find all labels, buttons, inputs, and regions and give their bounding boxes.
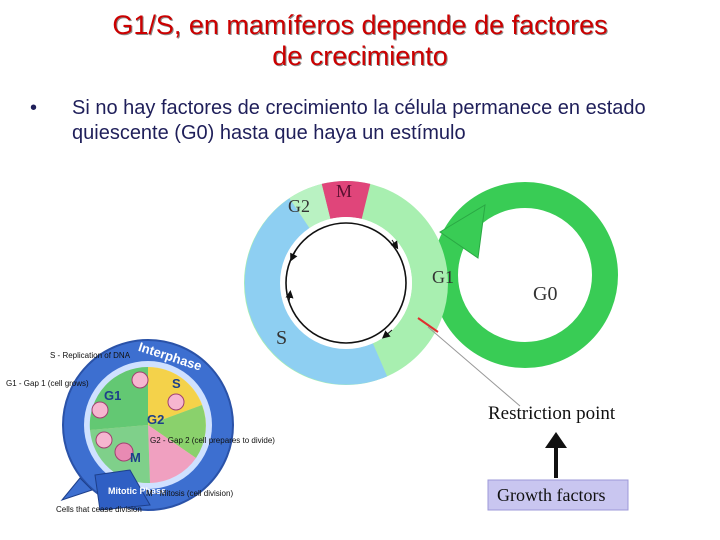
mitotic-phase-label: Mitotic Phase xyxy=(108,486,166,496)
s-label: S xyxy=(276,327,287,349)
title-line-2: de crecimiento xyxy=(272,41,448,71)
growth-factors-label: Growth factors xyxy=(497,485,605,505)
interphase-diagram: Interphase Mitotic Phase G1 S G2 M S - R… xyxy=(6,339,275,514)
title-line-1: G1/S, en mamíferos depende de factores xyxy=(112,10,608,40)
g2-label: G2 xyxy=(288,196,310,216)
m-label: M xyxy=(336,181,352,201)
g0-label: G0 xyxy=(533,283,557,305)
g0-loop: G0 xyxy=(432,182,618,368)
growth-factors: Growth factors xyxy=(487,432,629,511)
g1-label: G1 xyxy=(432,267,454,287)
inner-g1-label: G1 xyxy=(104,388,121,403)
annot-s: S - Replication of DNA xyxy=(50,351,131,360)
cell-cycle-diagram: G0 M G2 S G1 xyxy=(244,180,629,511)
inner-s-label: S xyxy=(172,376,181,391)
bullet-item: • Si no hay factores de crecimiento la c… xyxy=(30,96,680,146)
annot-g1: G1 - Gap 1 (cell grows) xyxy=(6,379,89,388)
cycle-ring: M G2 S G1 xyxy=(244,180,454,385)
annot-mitosis: M - Mitosis (cell division) xyxy=(146,489,233,498)
annot-cease: Cells that cease division xyxy=(56,505,142,514)
inner-g2-label: G2 xyxy=(147,412,164,427)
restriction-point-label: Restriction point xyxy=(488,403,616,424)
inner-m-label: M xyxy=(130,450,141,465)
slide-title: G1/S, en mamíferos depende de factores d… xyxy=(0,10,720,72)
annot-g2: G2 - Gap 2 (cell prepares to divide) xyxy=(150,436,275,445)
bullet-text: Si no hay factores de crecimiento la cél… xyxy=(72,97,646,144)
growth-factors-box xyxy=(487,479,629,511)
restriction-point-marker: Restriction point xyxy=(417,317,616,424)
bullet-dot: • xyxy=(30,97,38,119)
